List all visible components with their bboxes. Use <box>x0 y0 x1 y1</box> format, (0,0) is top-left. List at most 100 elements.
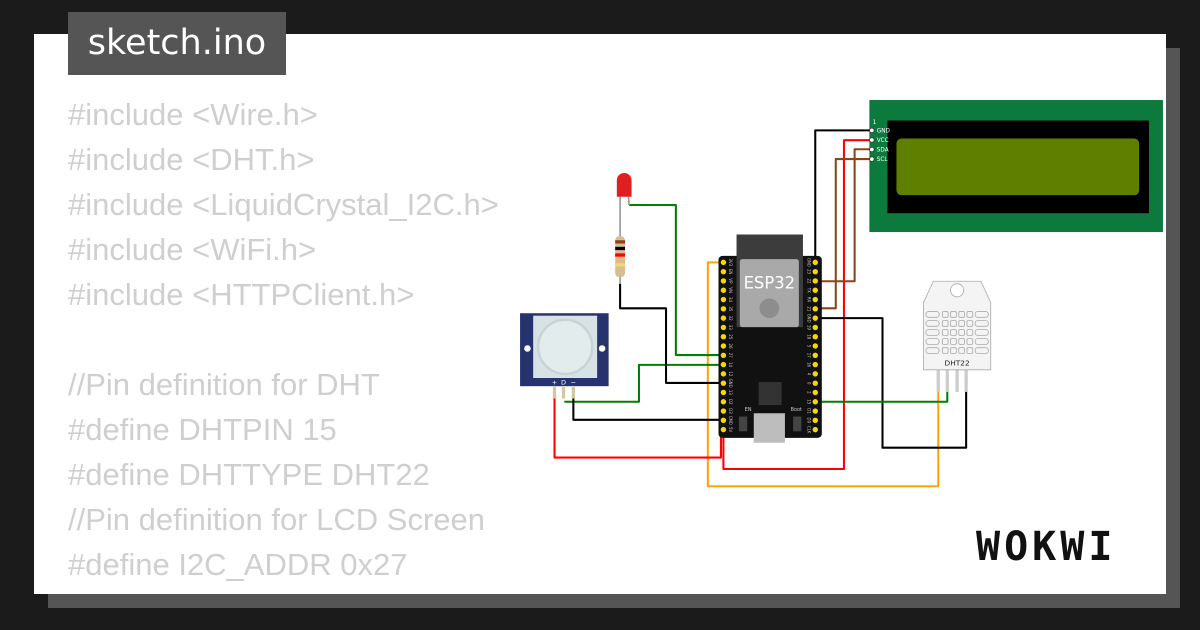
esp32-pin[interactable] <box>812 306 818 312</box>
code-line: //Pin definition for DHT <box>68 367 380 402</box>
esp32-pin-label: 12 <box>728 371 733 376</box>
dht22-sensor[interactable]: DHT22 <box>923 280 992 392</box>
pir-pin-gnd: − <box>571 379 577 387</box>
pir-pin-vcc: + <box>552 379 558 387</box>
esp32-pin-label: 19 <box>807 325 812 330</box>
code-line: #include <Wire.h> <box>68 97 318 132</box>
wire-green-dht <box>815 390 949 403</box>
esp32-pin-label: 26 <box>728 343 733 348</box>
esp32-pin-label: D1 <box>807 408 812 414</box>
lcd-pin-label: SDA <box>877 148 889 154</box>
esp32-pin[interactable] <box>812 389 818 396</box>
esp32-pin-label: GND <box>807 258 812 267</box>
esp32-pin[interactable] <box>720 259 727 266</box>
lcd-pin[interactable] <box>869 127 875 134</box>
esp32-board[interactable]: ESP32 EN Boot 3V3ENVPVN34353233252627141… <box>718 234 822 443</box>
esp32-pin[interactable] <box>812 315 818 321</box>
wire-black-dht <box>815 317 968 449</box>
esp32-pin-label: 17 <box>807 353 812 358</box>
wire-black-resistor <box>619 283 724 384</box>
esp32-pin[interactable] <box>812 278 818 284</box>
esp32-pin-label: EN <box>728 269 733 274</box>
esp32-pin[interactable] <box>720 361 727 368</box>
esp32-pin-label: GND <box>807 314 812 323</box>
code-line: #define DHTPIN 15 <box>68 412 337 447</box>
lcd-pin[interactable] <box>869 156 875 162</box>
code-background: #include <Wire.h> #include <DHT.h> #includ… <box>68 92 499 587</box>
esp32-pin-label: 35 <box>728 306 733 311</box>
esp32-pin-label: 15 <box>807 399 812 404</box>
esp32-pin[interactable] <box>812 259 818 266</box>
esp32-pin-label: 16 <box>807 362 812 367</box>
esp32-pin[interactable] <box>720 287 727 293</box>
wire-green-pir <box>564 363 724 403</box>
resistor[interactable] <box>615 209 626 284</box>
esp32-pin-label: 0 <box>807 382 812 385</box>
esp32-pin-label: 13 <box>728 390 733 395</box>
esp32-pin-label: 34 <box>728 297 733 302</box>
pir-sensor[interactable]: + D − <box>520 313 609 399</box>
esp32-pin[interactable] <box>812 417 818 424</box>
esp32-pin-label: 23 <box>807 269 812 274</box>
esp32-pin-label: 5 <box>807 345 812 348</box>
esp32-pin[interactable] <box>720 380 727 386</box>
esp32-pin-label: 27 <box>728 353 733 358</box>
file-tab[interactable]: sketch.ino <box>68 12 286 75</box>
esp32-pin[interactable] <box>720 389 727 396</box>
esp32-pin[interactable] <box>812 296 818 303</box>
esp32-pin[interactable] <box>720 371 727 377</box>
red-led[interactable] <box>616 173 632 210</box>
esp32-pin[interactable] <box>812 371 818 377</box>
lcd-pin-number: 1 <box>873 120 877 126</box>
code-line: #include <DHT.h> <box>68 142 315 177</box>
pir-pin-d: D <box>561 379 566 387</box>
esp32-pin[interactable] <box>812 287 818 293</box>
esp32-pin[interactable] <box>720 306 727 312</box>
esp32-pin-label: 3V3 <box>728 259 733 267</box>
esp32-pin[interactable] <box>812 343 818 349</box>
esp32-pin[interactable] <box>812 268 818 275</box>
esp32-pin-label: 32 <box>728 316 733 321</box>
esp32-pin[interactable] <box>812 380 818 386</box>
esp32-pin[interactable] <box>720 296 727 303</box>
esp32-pin[interactable] <box>812 408 818 414</box>
esp32-pin[interactable] <box>720 333 727 340</box>
esp32-pin-label: 4 <box>807 373 812 376</box>
esp32-pin-label: 5V <box>728 427 733 432</box>
esp32-pin[interactable] <box>720 278 727 284</box>
esp32-pin-label: TX <box>807 287 812 293</box>
esp32-pin[interactable] <box>720 343 727 349</box>
esp32-pin-label: CMD <box>728 416 733 425</box>
esp32-pin[interactable] <box>812 361 818 368</box>
esp32-pin[interactable] <box>720 399 727 405</box>
esp32-pin[interactable] <box>812 399 818 405</box>
esp32-pin-label: CLK <box>807 426 812 434</box>
wire-orange-3v3 <box>706 261 940 488</box>
dht-label: DHT22 <box>945 359 970 368</box>
esp32-pin-label: VN <box>728 287 733 293</box>
code-line: #define DHTTYPE DHT22 <box>68 457 430 492</box>
esp32-pin-label: 25 <box>728 334 733 339</box>
esp32-pin[interactable] <box>720 268 727 275</box>
esp32-pin[interactable] <box>812 333 818 340</box>
esp32-pin[interactable] <box>720 315 727 321</box>
esp32-pin[interactable] <box>720 408 727 414</box>
lcd-pin[interactable] <box>869 137 875 143</box>
esp32-pin-label: D3 <box>728 408 733 414</box>
esp32-pin[interactable] <box>812 324 818 331</box>
esp32-pin-label: VP <box>728 278 733 284</box>
esp32-pin[interactable] <box>720 324 727 331</box>
esp32-pin[interactable] <box>720 352 727 358</box>
lcd-pin[interactable] <box>869 146 875 153</box>
lcd-pin-label: VCC <box>877 138 889 144</box>
code-line: #define I2C_ADDR 0x27 <box>68 547 408 582</box>
esp32-pin[interactable] <box>812 426 818 433</box>
esp32-pin[interactable] <box>812 352 818 358</box>
wire-brown-scl <box>815 158 872 310</box>
esp32-pin[interactable] <box>720 417 727 424</box>
esp32-pin-label: GND <box>728 379 733 388</box>
wire-black-pir <box>572 398 724 421</box>
esp32-pin[interactable] <box>720 426 727 433</box>
code-line: #include <HTTPClient.h> <box>68 277 415 312</box>
